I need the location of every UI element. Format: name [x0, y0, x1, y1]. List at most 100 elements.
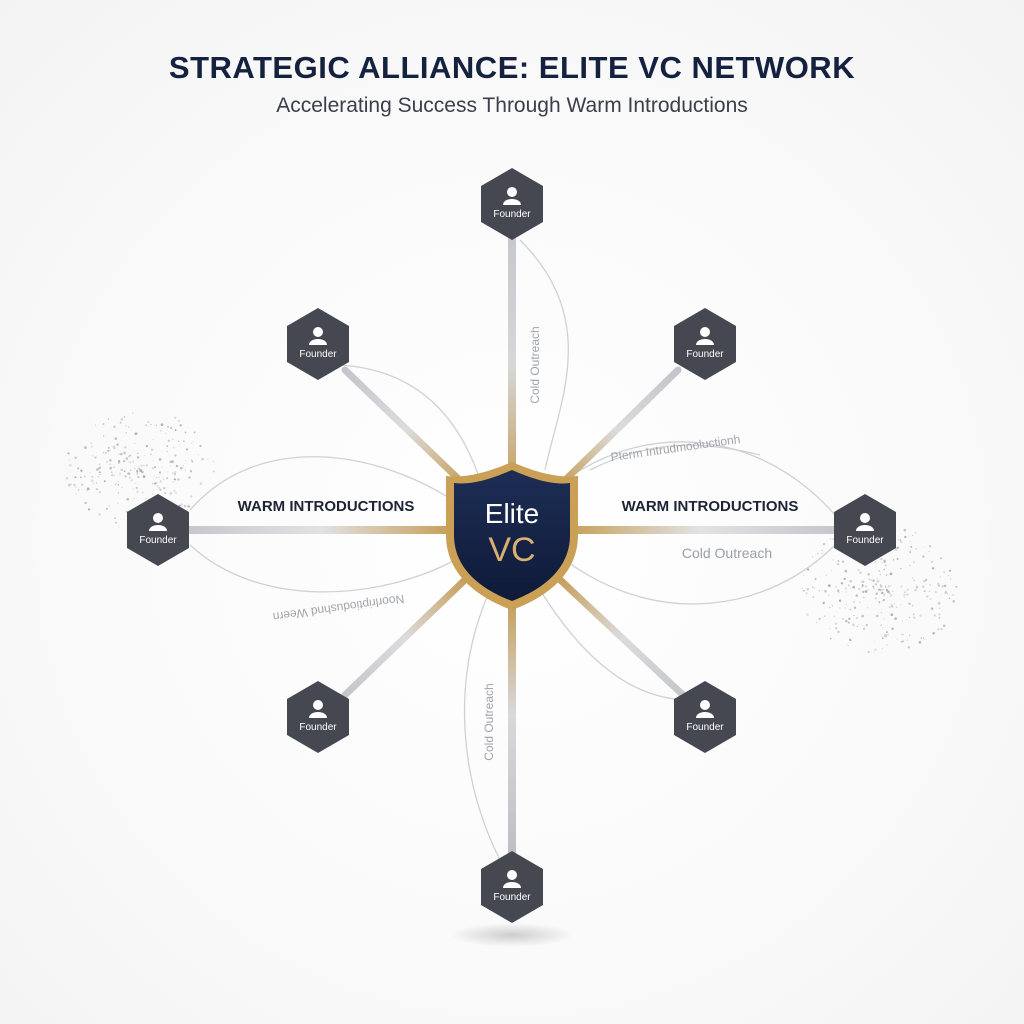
particle	[821, 552, 823, 554]
particle	[70, 483, 73, 486]
particle	[158, 471, 162, 474]
particle	[933, 614, 936, 617]
particle	[159, 488, 162, 491]
particle	[856, 625, 858, 627]
particle	[114, 484, 116, 486]
particle	[145, 424, 148, 427]
particle	[845, 620, 848, 623]
particle	[887, 634, 889, 636]
particle	[862, 627, 866, 630]
particle	[170, 465, 172, 467]
particle	[167, 471, 169, 473]
person-icon	[503, 870, 521, 888]
particle	[120, 418, 124, 421]
particle	[110, 471, 113, 474]
particle	[172, 480, 175, 483]
particle	[880, 558, 883, 561]
particle	[177, 478, 180, 481]
particle	[867, 607, 869, 609]
particle	[198, 454, 200, 456]
particle	[901, 620, 904, 622]
hub-title-line2: VC	[488, 531, 535, 569]
particle	[154, 466, 156, 469]
particle	[174, 472, 176, 475]
particle	[872, 579, 875, 582]
founder-node-bottom-left[interactable]: Founder	[287, 681, 349, 753]
particle	[862, 581, 864, 584]
particle	[65, 476, 69, 480]
particle	[77, 488, 80, 491]
particle	[199, 444, 202, 448]
particle	[849, 587, 852, 590]
founder-node-top-left[interactable]: Founder	[287, 308, 349, 380]
particle	[900, 641, 903, 643]
particle	[902, 640, 905, 643]
particle	[834, 622, 838, 625]
particle	[188, 476, 191, 479]
particle	[90, 442, 93, 445]
founder-node-top[interactable]: Founder	[481, 168, 543, 240]
particle	[900, 540, 903, 544]
particle	[73, 483, 76, 486]
particle	[166, 445, 169, 447]
particle	[862, 584, 864, 587]
elite-vc-hub[interactable]: Elite VC	[446, 462, 578, 610]
particle	[87, 508, 91, 511]
particle	[827, 584, 831, 587]
particle	[187, 505, 191, 508]
particle	[154, 482, 157, 485]
particle	[107, 449, 110, 453]
particle	[903, 596, 905, 599]
particle	[868, 578, 871, 581]
particle	[117, 502, 119, 504]
particle	[867, 573, 870, 576]
particle	[105, 452, 107, 454]
curve-connector	[189, 456, 461, 511]
particle	[875, 592, 879, 596]
particle-cluster-right	[801, 527, 958, 654]
founder-node-left[interactable]: Founder	[127, 494, 189, 566]
particle	[944, 591, 948, 594]
particle	[831, 570, 833, 572]
particle	[84, 446, 87, 449]
particle	[212, 470, 215, 473]
particle	[128, 461, 130, 463]
particle	[152, 483, 154, 485]
particle	[822, 601, 825, 605]
particle	[880, 585, 883, 588]
particle	[889, 572, 893, 576]
particle	[98, 466, 101, 470]
particle	[124, 475, 127, 478]
particle	[840, 582, 844, 585]
particle	[948, 597, 951, 600]
particle	[829, 628, 831, 630]
particle	[901, 633, 903, 636]
founder-label: Founder	[139, 535, 177, 546]
particle	[861, 614, 865, 618]
particle	[801, 587, 804, 590]
particle	[884, 564, 886, 566]
particle	[207, 458, 209, 460]
particle	[842, 617, 845, 621]
particle	[89, 471, 91, 473]
founder-node-top-right[interactable]: Founder	[674, 308, 736, 380]
particle	[930, 560, 934, 564]
particle	[939, 576, 941, 578]
particle	[74, 476, 77, 479]
particle	[928, 545, 932, 548]
particle	[184, 431, 187, 434]
particle	[199, 482, 203, 485]
particle	[94, 456, 97, 459]
founder-node-bottom-right[interactable]: Founder	[674, 681, 736, 753]
warm-introductions-label-right: WARM INTRODUCTIONS	[622, 498, 799, 515]
particle	[862, 625, 864, 627]
founder-node-bottom[interactable]: Founder	[481, 851, 543, 923]
particle	[174, 454, 177, 457]
person-icon	[309, 700, 327, 718]
founder-node-right[interactable]: Founder	[834, 494, 896, 566]
particle	[909, 551, 912, 553]
particle	[918, 641, 922, 644]
particle	[849, 608, 852, 611]
particle	[821, 549, 823, 552]
particle	[143, 474, 145, 476]
